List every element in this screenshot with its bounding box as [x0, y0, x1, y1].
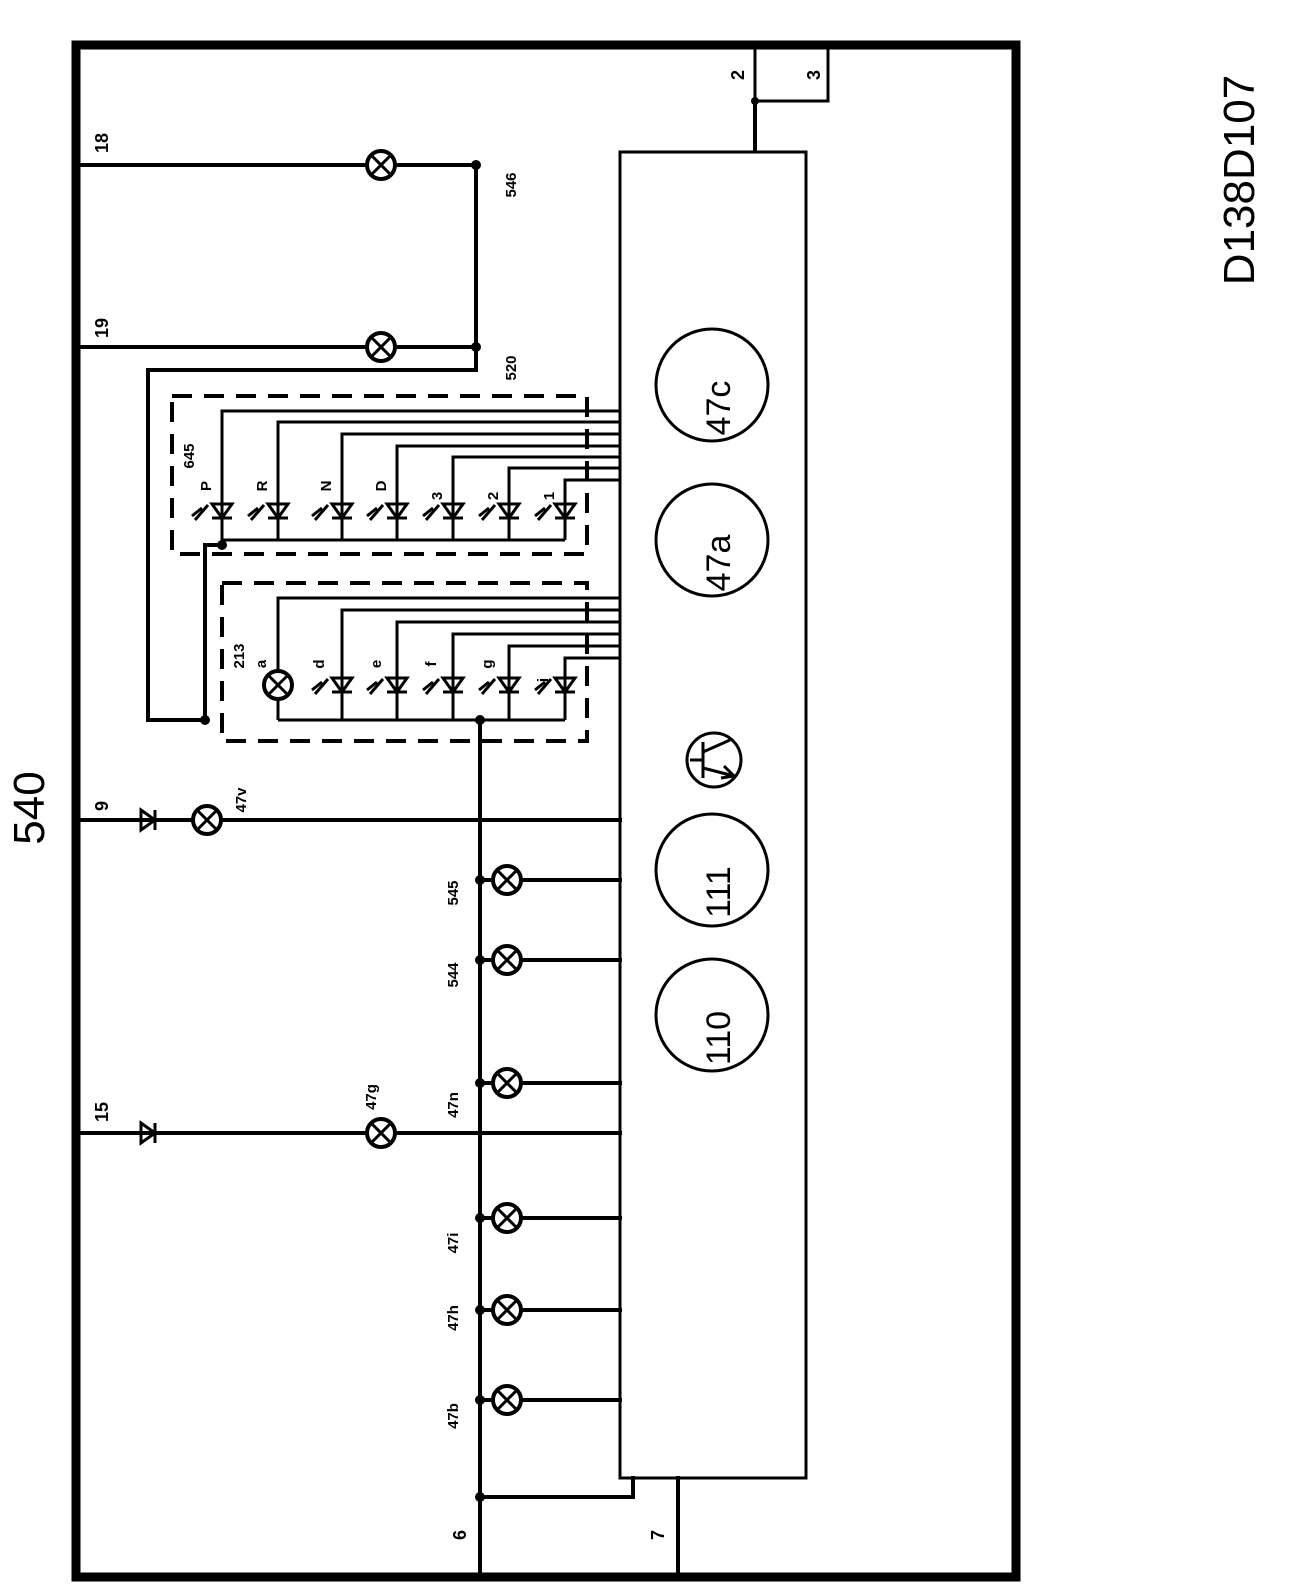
- led-e: [366, 676, 410, 695]
- transistor-icon: [685, 731, 743, 789]
- module-645-box: [170, 394, 589, 556]
- lamp-47g: [365, 1117, 397, 1149]
- terminal-box-3: [753, 49, 830, 103]
- lamp-545: [475, 864, 622, 896]
- indicator-label-g: g: [479, 659, 496, 668]
- terminal-19-label: 19: [92, 318, 112, 338]
- diode-9: [139, 807, 158, 833]
- gauge-110-label: 110: [700, 1011, 738, 1065]
- lamp-47b: [475, 1384, 622, 1416]
- gear-indicator-wires: [220, 409, 620, 545]
- indicator-label-i: i: [535, 678, 552, 682]
- gauge-47a-label: 47a: [700, 535, 738, 592]
- gear-led-p: [191, 502, 235, 521]
- gear-label-1: 1: [541, 492, 558, 500]
- module-213-box: [220, 581, 589, 743]
- lamp-47g-label: 47g: [363, 1084, 380, 1110]
- terminal-3-label: 3: [804, 70, 824, 80]
- led-i: [534, 676, 578, 695]
- gear-led-n: [311, 502, 355, 521]
- gear-label-2: 2: [485, 492, 502, 500]
- terminal-9-label: 9: [92, 801, 112, 811]
- terminal-15-label: 15: [92, 1102, 112, 1122]
- lamp-47v: [191, 804, 223, 836]
- lamp-19: [365, 331, 397, 363]
- terminal-18-label: 18: [92, 133, 112, 153]
- wire-520-label: 520: [503, 355, 520, 380]
- gauge-111-label: 111: [700, 866, 738, 918]
- gear-label-d: D: [373, 480, 390, 491]
- outer-frame: [71, 40, 1021, 1582]
- gear-label-n: N: [318, 481, 335, 492]
- terminal-7-label: 7: [648, 1530, 668, 1540]
- module-213-wires: [276, 596, 620, 722]
- diagram-code: D138D107: [1215, 75, 1264, 285]
- lamp-47b-label: 47b: [445, 1403, 462, 1429]
- lamp-47h: [475, 1294, 622, 1326]
- instrument-cluster: [618, 150, 808, 1480]
- wire-546-label: 546: [503, 172, 520, 197]
- gear-label-3: 3: [429, 492, 446, 500]
- wire-544-label: 544: [445, 962, 462, 988]
- gauge-47c: [654, 327, 770, 443]
- gear-led-3: [422, 502, 466, 521]
- led-f: [422, 676, 466, 695]
- wire-ground: [478, 1476, 635, 1499]
- gauge-47c-label: 47c: [700, 381, 738, 436]
- gear-led-1: [534, 502, 578, 521]
- lamp-47i-label: 47i: [445, 1233, 462, 1254]
- gauge-110: [654, 957, 770, 1073]
- led-d: [311, 676, 355, 695]
- gear-led-r: [247, 502, 291, 521]
- lamp-47i: [475, 1202, 622, 1234]
- indicator-label-e: e: [368, 660, 385, 668]
- lamp-47v-label: 47v: [233, 787, 250, 813]
- indicator-label-f: f: [423, 661, 440, 667]
- indicator-label-a: a: [253, 659, 270, 668]
- module-645-label: 645: [181, 443, 198, 468]
- wire-545-label: 545: [445, 880, 462, 905]
- gear-label-r: R: [254, 480, 271, 491]
- diode-15: [139, 1120, 158, 1146]
- lamp-544: [475, 944, 622, 976]
- module-213-label: 213: [231, 643, 248, 668]
- lamp-18: [365, 149, 397, 181]
- gauge-47a: [654, 482, 770, 598]
- gear-led-2: [478, 502, 522, 521]
- terminal-2-label: 2: [728, 70, 748, 80]
- lamp-47n: [475, 1067, 622, 1099]
- gear-led-d: [366, 502, 410, 521]
- gauge-111: [654, 812, 770, 928]
- lamp-a: [262, 669, 294, 701]
- led-g: [478, 676, 522, 695]
- gear-label-p: P: [198, 481, 215, 491]
- terminal-6-label: 6: [450, 1530, 470, 1540]
- junction-dot: [200, 715, 210, 725]
- lamp-47h-label: 47h: [445, 1305, 462, 1331]
- lamp-47n-label: 47n: [445, 1092, 462, 1118]
- junction-dot: [751, 97, 759, 105]
- indicator-label-d: d: [311, 659, 328, 668]
- junction-dot: [471, 160, 481, 170]
- wire-supply-loop: [146, 345, 478, 722]
- diagram-title: 540: [5, 771, 54, 844]
